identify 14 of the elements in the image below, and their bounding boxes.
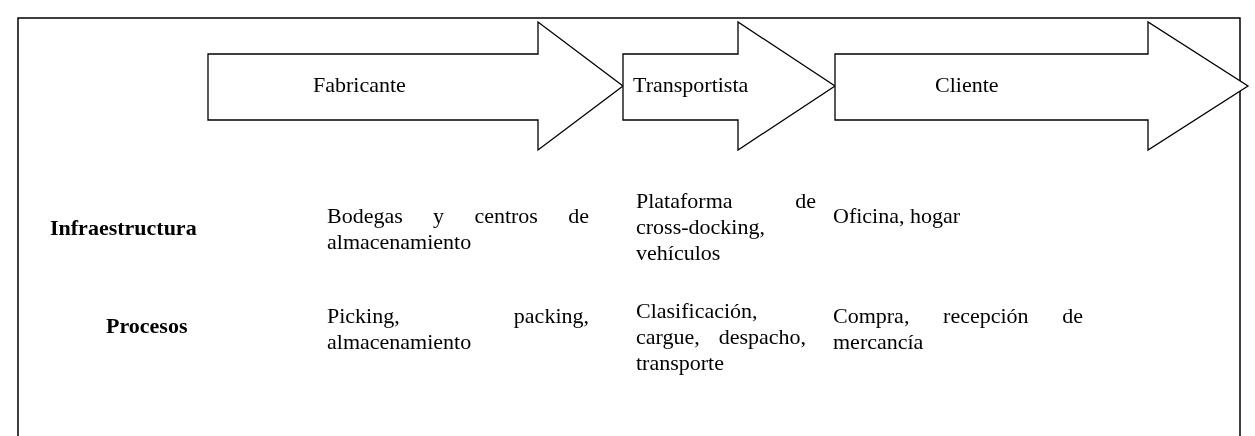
arrow-shape (623, 22, 835, 150)
stage-label: Cliente (935, 72, 999, 98)
cell-text: Compra, recepción de mercancía (833, 303, 1083, 355)
cell-text: Oficina, hogar (833, 203, 962, 229)
cell-text: Bodegas y centros de almacenamiento (327, 203, 589, 255)
row-heading: Infraestructura (50, 215, 198, 241)
cell-text: Picking, packing, almacenamiento (327, 303, 589, 355)
arrow-shape (835, 22, 1248, 150)
arrow-shape (208, 22, 623, 150)
cell-text: Clasificación, cargue, despacho, transporte (636, 298, 806, 376)
row-heading: Procesos (106, 313, 189, 339)
stage-label: Fabricante (313, 72, 406, 98)
stage-label: Transportista (633, 72, 749, 98)
cell-text: Plataforma de cross-docking, vehículos (636, 188, 816, 266)
